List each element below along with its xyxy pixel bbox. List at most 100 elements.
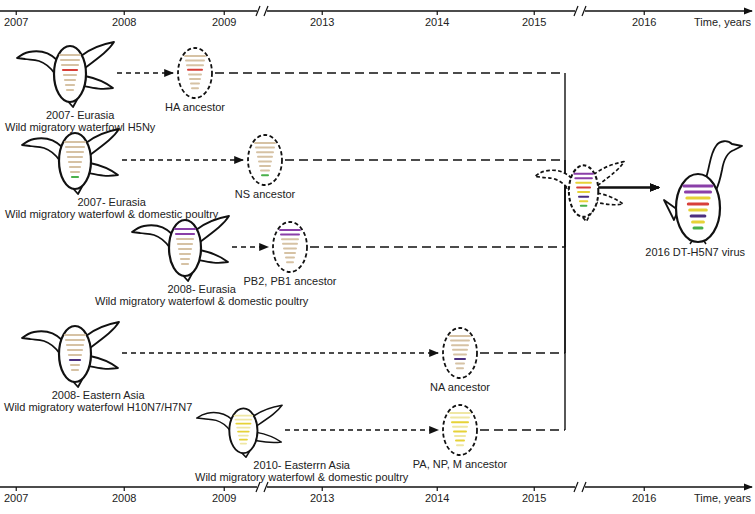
gene-segment — [182, 263, 188, 265]
bird-illustration — [130, 212, 230, 282]
time-axis — [0, 10, 752, 11]
gene-segment — [453, 349, 467, 351]
gene-segment — [241, 443, 246, 445]
year-label: 2007 — [4, 16, 28, 28]
gene-segment — [175, 228, 195, 230]
year-label: 2016 — [632, 16, 656, 28]
gene-segment — [70, 166, 80, 168]
bird-wing — [88, 356, 118, 369]
gene-segment — [456, 363, 464, 365]
virus-node: 2016 DT-H5N7 virus — [660, 130, 745, 245]
gene-segment — [282, 238, 298, 240]
ancestor-node: PB2, PB1 ancestor — [270, 220, 310, 274]
bird-body-oval — [169, 220, 201, 276]
gene-segment — [187, 64, 203, 66]
caption-heading: HA ancestor — [165, 101, 225, 113]
connector-dashed — [117, 72, 173, 73]
year-label: 2013 — [310, 16, 334, 28]
axis-break — [574, 482, 578, 492]
gene-segment — [450, 412, 470, 414]
connector-merge — [565, 188, 659, 431]
connector — [480, 188, 659, 431]
axis-tick — [16, 487, 17, 491]
gene-segment — [67, 151, 83, 153]
axis-title: Time, years — [694, 16, 751, 28]
gene-segment — [259, 160, 271, 162]
gene-segment — [257, 151, 273, 153]
connector-dashed — [122, 159, 243, 160]
axis-tick — [644, 11, 645, 15]
gene-segment — [189, 73, 201, 75]
connector-dashed — [232, 246, 268, 247]
ancestor-node: NS ancestor — [245, 133, 285, 187]
bird-head — [535, 170, 572, 191]
gene-segment — [238, 431, 249, 433]
connector — [232, 247, 268, 248]
gene-segment — [691, 215, 705, 218]
bird-illustration — [20, 318, 120, 388]
gene-segment — [186, 60, 204, 62]
axis-tick — [224, 487, 225, 491]
gene-segment — [457, 444, 463, 446]
bird-illustration — [195, 402, 283, 458]
gene-segment — [574, 173, 592, 175]
gene-segment — [68, 156, 82, 158]
gene-segment — [72, 369, 78, 371]
connector — [215, 73, 659, 188]
gene-segment — [280, 229, 300, 231]
gene-segment — [65, 334, 85, 336]
bird-illustration — [20, 125, 120, 195]
connector — [117, 73, 173, 74]
gene-segment — [262, 174, 268, 176]
bird-body-oval — [54, 46, 86, 102]
source-node: 2008- EurasiaWild migratory waterfowl & … — [130, 212, 230, 282]
gene-segment — [177, 238, 193, 240]
gene-segment — [178, 243, 192, 245]
axis-break — [582, 482, 586, 492]
caption-heading: 2010- Easterrn Asia — [195, 459, 408, 471]
gene-segment — [684, 185, 712, 188]
caption-text: Wild migratory waterfowl & domestic poul… — [195, 471, 408, 483]
source-node: 2007- EurasiaWild migratory waterfowl & … — [20, 125, 120, 195]
gene-segment — [192, 87, 198, 89]
gene-segment — [180, 253, 190, 255]
gene-segment — [580, 200, 587, 202]
axis-break — [582, 6, 586, 16]
gene-segment — [581, 205, 587, 207]
year-label: 2013 — [310, 492, 334, 504]
ancestor-node: PA, NP, M ancestor — [440, 403, 480, 457]
gene-segment — [237, 427, 249, 429]
gene-segment — [60, 54, 80, 56]
ancestor-node: NA ancestor — [440, 326, 480, 380]
gene-segment — [191, 83, 199, 85]
caption-heading: 2007- Eurasia — [5, 196, 218, 208]
connector — [122, 353, 438, 354]
gene-segment — [179, 248, 191, 250]
ancestor-oval — [248, 135, 282, 185]
node-caption: NS ancestor — [235, 188, 296, 200]
axis-break — [256, 6, 260, 16]
connector-dashed — [215, 72, 565, 73]
gene-segment — [66, 84, 74, 86]
node-caption: 2007- EurasiaWild migratory waterfowl H5… — [5, 109, 155, 133]
gene-segment — [239, 435, 248, 437]
gene-segment — [188, 69, 202, 71]
gene-segment — [690, 209, 707, 212]
gene-segment — [62, 64, 78, 66]
gene-segment — [287, 261, 293, 263]
anc-illustration — [440, 326, 480, 380]
gene-segment — [66, 339, 84, 341]
gene-segment — [454, 430, 466, 432]
axis-tick — [16, 11, 17, 15]
axis-tick — [124, 11, 125, 15]
axis-tick — [644, 487, 645, 491]
caption-text: Wild migratory waterfowl & domestic poul… — [95, 295, 308, 307]
gene-segment — [190, 78, 200, 80]
gene-segment — [455, 435, 465, 437]
gene-segment — [688, 203, 707, 206]
gene-segment — [65, 141, 85, 143]
source-node: 2008- Eastern AsiaWild migratory waterfo… — [20, 318, 120, 388]
gene-segment — [285, 252, 295, 254]
gene-segment — [67, 89, 73, 91]
